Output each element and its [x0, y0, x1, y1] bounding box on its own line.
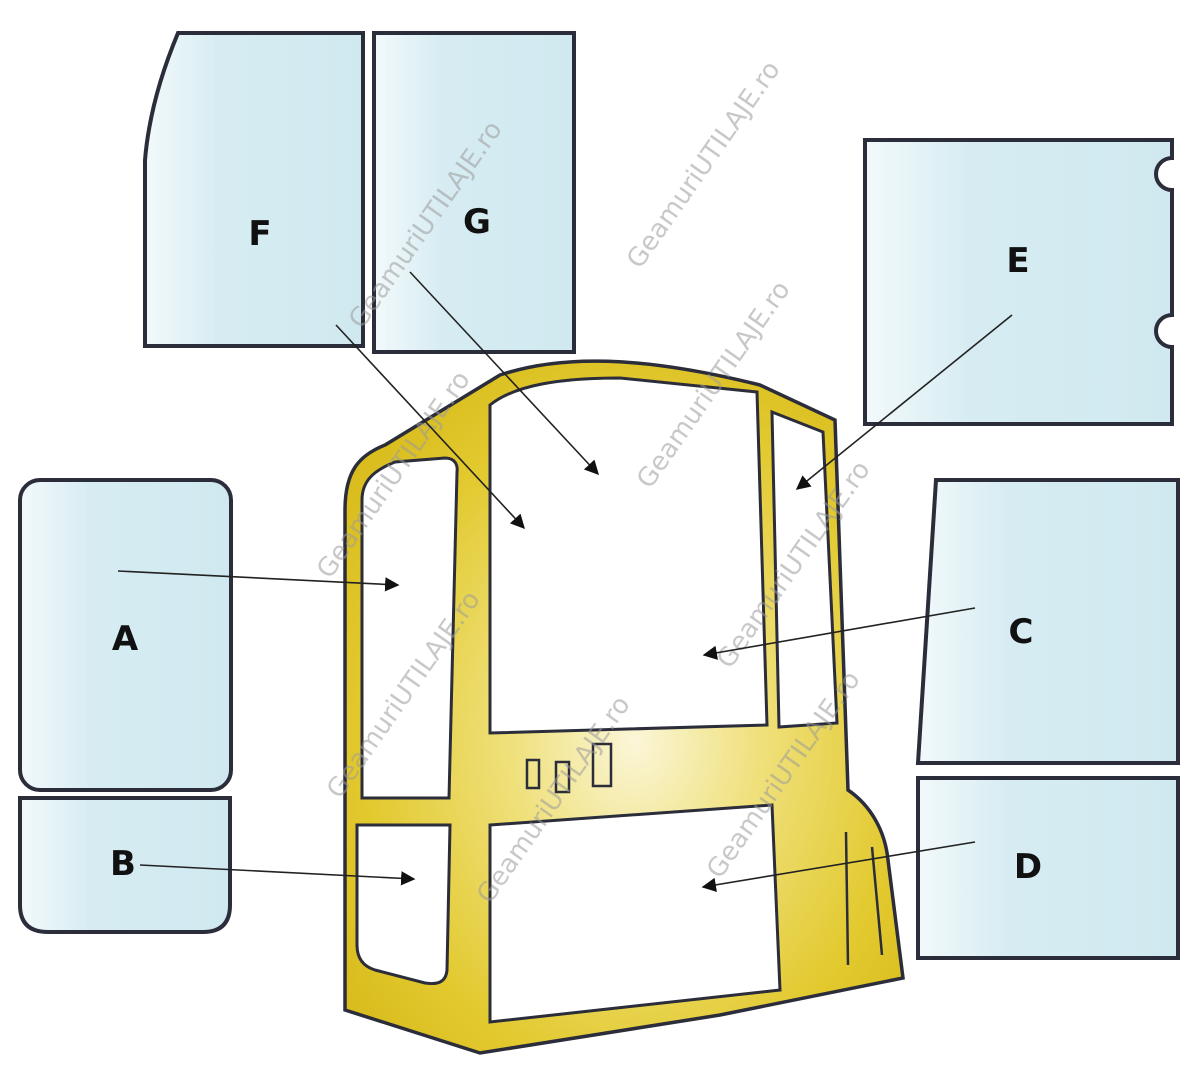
cab-pillar-line-2: [870, 846, 884, 956]
glass-panel-d-shape: [916, 776, 1180, 960]
glass-panel-b: B: [18, 796, 232, 934]
pointer-g: [409, 271, 599, 476]
glass-panel-g-shape: [372, 31, 576, 354]
pointer-c: [702, 607, 976, 660]
glass-panel-d: D: [916, 776, 1180, 960]
glass-panel-f-label: F: [248, 214, 271, 254]
cab-vent-3: [591, 742, 613, 788]
glass-panel-d-label: D: [1014, 847, 1042, 887]
watermark-2: GeamuriUTILAJE.ro: [621, 56, 786, 274]
cab-vent-1: [525, 758, 541, 790]
glass-panel-g: G: [372, 31, 576, 354]
cab-opening-front-upper: [488, 376, 769, 735]
cab-opening-left-lower: [355, 823, 452, 986]
glass-panel-e-label: E: [1006, 241, 1029, 281]
pointer-f: [335, 324, 525, 530]
glass-panel-f: F: [143, 31, 365, 348]
glass-panel-a-label: A: [112, 619, 139, 659]
cab-vent-2: [554, 760, 571, 794]
pointer-b: [139, 864, 416, 886]
pointer-e: [795, 314, 1013, 490]
glass-panel-c-label: C: [1009, 612, 1034, 652]
glass-panel-a-shape: [18, 478, 233, 792]
pointer-d: [701, 841, 976, 892]
cab-pillar-line-1: [844, 831, 850, 966]
glass-panel-f-shape: [143, 31, 365, 348]
glass-panel-c-shape: [915, 478, 1180, 765]
glass-panel-a: A: [18, 478, 233, 792]
cab-opening-front-lower: [488, 803, 782, 1024]
glass-panel-e: E: [863, 138, 1174, 426]
glass-panel-e-shape: [863, 138, 1174, 426]
cab-frame: [343, 359, 905, 1055]
cab-opening-right-upper: [770, 409, 839, 729]
glass-panel-b-shape: [18, 796, 232, 934]
glass-panel-c: C: [915, 478, 1180, 765]
glass-panel-b-label: B: [110, 844, 136, 884]
pointer-a: [117, 570, 400, 592]
pointer-lines: [117, 271, 1013, 892]
glass-panel-g-label: G: [463, 202, 491, 242]
cab-opening-left-upper: [360, 456, 459, 800]
